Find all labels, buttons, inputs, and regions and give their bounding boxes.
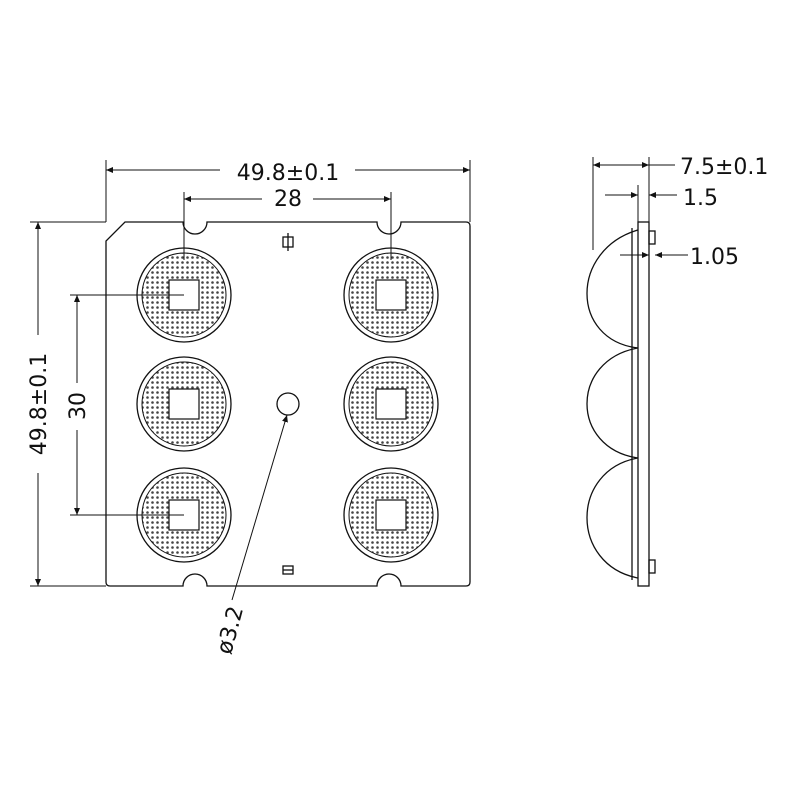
lens-3-2 (343, 467, 439, 563)
bottom-pin (282, 565, 294, 575)
lens-array (136, 247, 439, 563)
side-lens-top (586, 229, 639, 349)
side-lens-middle (586, 347, 639, 459)
lens-2-2 (343, 356, 439, 452)
side-plate (637, 221, 650, 587)
lens-2-1 (136, 356, 232, 452)
pin-dimension-label: 1.05 (690, 245, 739, 270)
side-dimension-labels: 7.5±0.1 1.5 1.05 (680, 155, 768, 270)
front-dimensions (30, 160, 471, 601)
side-pin-top (648, 230, 656, 245)
front-view (105, 221, 471, 587)
lens-pitch-x-label: 28 (274, 187, 302, 212)
top-pin (282, 233, 294, 251)
lens-pitch-y-label: 30 (66, 392, 91, 420)
side-lens-bottom (586, 457, 639, 579)
lens-1-2 (343, 247, 439, 343)
side-view (586, 221, 656, 587)
hole-diameter-label: ø3.2 (212, 604, 249, 657)
width-label: 49.8±0.1 (237, 161, 339, 186)
total-thickness-label: 7.5±0.1 (680, 155, 768, 180)
board-outline (105, 221, 471, 587)
side-dimensions (592, 157, 688, 258)
center-hole (276, 392, 300, 416)
side-pin-bottom (648, 559, 656, 574)
height-label: 49.8±0.1 (27, 353, 52, 455)
front-dimension-labels: 49.8±0.1 28 49.8±0.1 30 ø3.2 (27, 161, 339, 657)
plate-thickness-label: 1.5 (683, 186, 718, 211)
